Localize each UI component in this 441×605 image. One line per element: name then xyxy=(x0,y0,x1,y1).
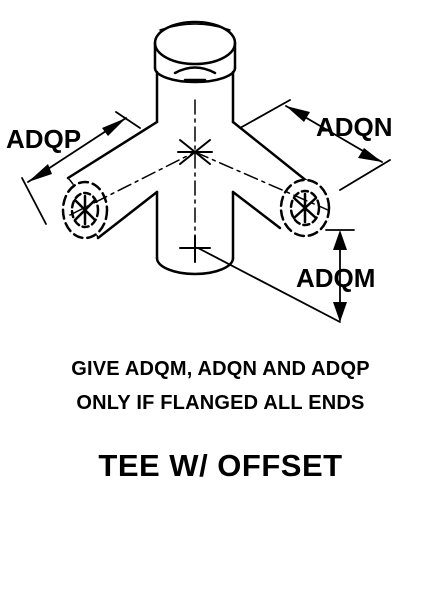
adqp-label: ADQP xyxy=(6,124,82,154)
center-crosses xyxy=(177,139,213,263)
left-flange-end xyxy=(61,180,109,240)
adqn-label: ADQN xyxy=(316,112,393,142)
drawing-title: TEE W/ OFFSET xyxy=(98,448,343,483)
note-line-2: ONLY IF FLANGED ALL ENDS xyxy=(76,392,365,414)
note-line-1: GIVE ADQM, ADQN AND ADQP xyxy=(71,358,370,380)
adqm-arrowheads xyxy=(333,230,347,322)
top-cap xyxy=(153,20,237,84)
right-flange-end xyxy=(279,178,331,238)
adqp-arrowheads xyxy=(28,118,126,182)
right-branch-pipe xyxy=(231,120,310,230)
adqn-arrowheads xyxy=(286,106,382,162)
centerlines xyxy=(69,99,329,263)
adqm-label: ADQM xyxy=(296,263,376,293)
